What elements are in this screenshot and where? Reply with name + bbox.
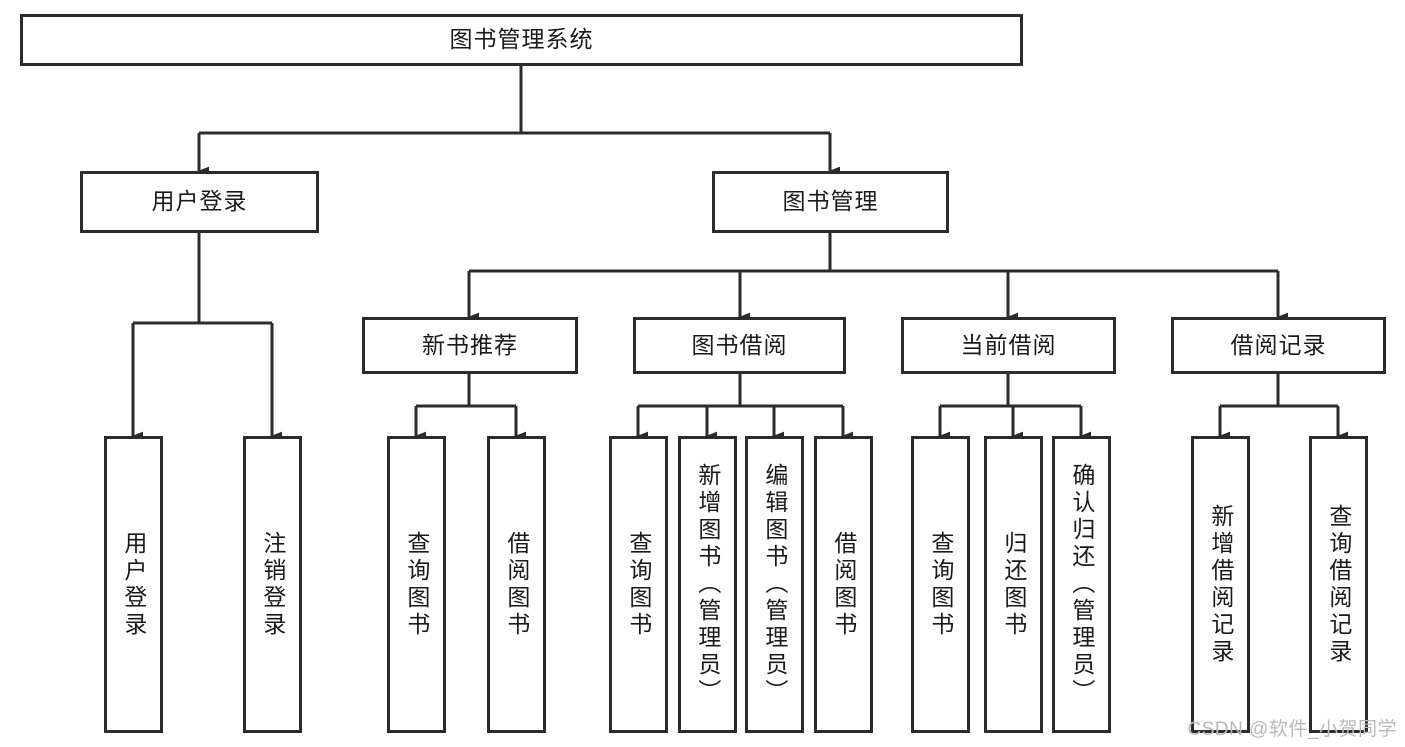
node-label: 图书管理 (782, 188, 879, 215)
leaf-node-leaf-borrow-book[interactable]: 借阅图书 (814, 436, 873, 733)
node-label: 编辑图书（管理员） (761, 463, 788, 706)
leaf-node-leaf-logout-login[interactable]: 注销登录 (243, 436, 302, 733)
node-label: 借阅记录 (1230, 331, 1327, 358)
root-node-root[interactable]: 图书管理系统 (20, 14, 1023, 66)
leaf-node-leaf-add-book-admin[interactable]: 新增图书（管理员） (678, 436, 737, 733)
node-label: 查询图书 (403, 530, 430, 639)
leaf-node-leaf-user-login[interactable]: 用户登录 (104, 436, 163, 733)
node-label: 归还图书 (1000, 530, 1027, 639)
node-label: 查询图书 (927, 530, 954, 639)
leaf-node-leaf-borrow-book-recommend[interactable]: 借阅图书 (487, 436, 546, 733)
level3-node-new-book-recommend[interactable]: 新书推荐 (362, 317, 578, 374)
node-label: 查询图书 (625, 530, 652, 639)
node-label: 图书管理系统 (449, 26, 594, 53)
node-label: 注销登录 (259, 530, 286, 639)
node-label: 用户登录 (120, 530, 147, 639)
leaf-node-leaf-query-book-current[interactable]: 查询图书 (911, 436, 970, 733)
node-label: 借阅图书 (503, 530, 530, 639)
node-label: 查询借阅记录 (1325, 503, 1352, 666)
level3-node-borrow-record[interactable]: 借阅记录 (1171, 317, 1386, 374)
leaf-node-leaf-add-borrow-record[interactable]: 新增借阅记录 (1191, 436, 1250, 733)
node-label: 新书推荐 (422, 331, 518, 358)
leaf-node-leaf-edit-book-admin[interactable]: 编辑图书（管理员） (745, 436, 804, 733)
node-label: 确认归还（管理员） (1068, 463, 1095, 706)
leaf-node-leaf-query-borrow-record[interactable]: 查询借阅记录 (1309, 436, 1368, 733)
watermark-label: CSDN @软件_小贺同学 (1187, 719, 1397, 740)
level3-node-book-borrow[interactable]: 图书借阅 (633, 317, 846, 374)
leaf-node-leaf-query-book-recommend[interactable]: 查询图书 (387, 436, 446, 733)
level3-node-current-borrow[interactable]: 当前借阅 (901, 317, 1116, 374)
level2-node-book-manage[interactable]: 图书管理 (712, 171, 949, 233)
node-label: 借阅图书 (830, 530, 857, 639)
leaf-node-leaf-return-book[interactable]: 归还图书 (984, 436, 1043, 733)
leaf-node-leaf-query-book-borrow[interactable]: 查询图书 (609, 436, 668, 733)
node-label: 用户登录 (151, 188, 248, 215)
node-label: 当前借阅 (960, 331, 1057, 358)
edges-group (131, 66, 1348, 441)
node-label: 新增借阅记录 (1207, 503, 1234, 666)
node-label: 新增图书（管理员） (694, 463, 721, 706)
leaf-node-leaf-confirm-return-admin[interactable]: 确认归还（管理员） (1052, 436, 1111, 733)
level2-node-user-login[interactable]: 用户登录 (80, 171, 319, 233)
node-label: 图书借阅 (691, 331, 788, 358)
